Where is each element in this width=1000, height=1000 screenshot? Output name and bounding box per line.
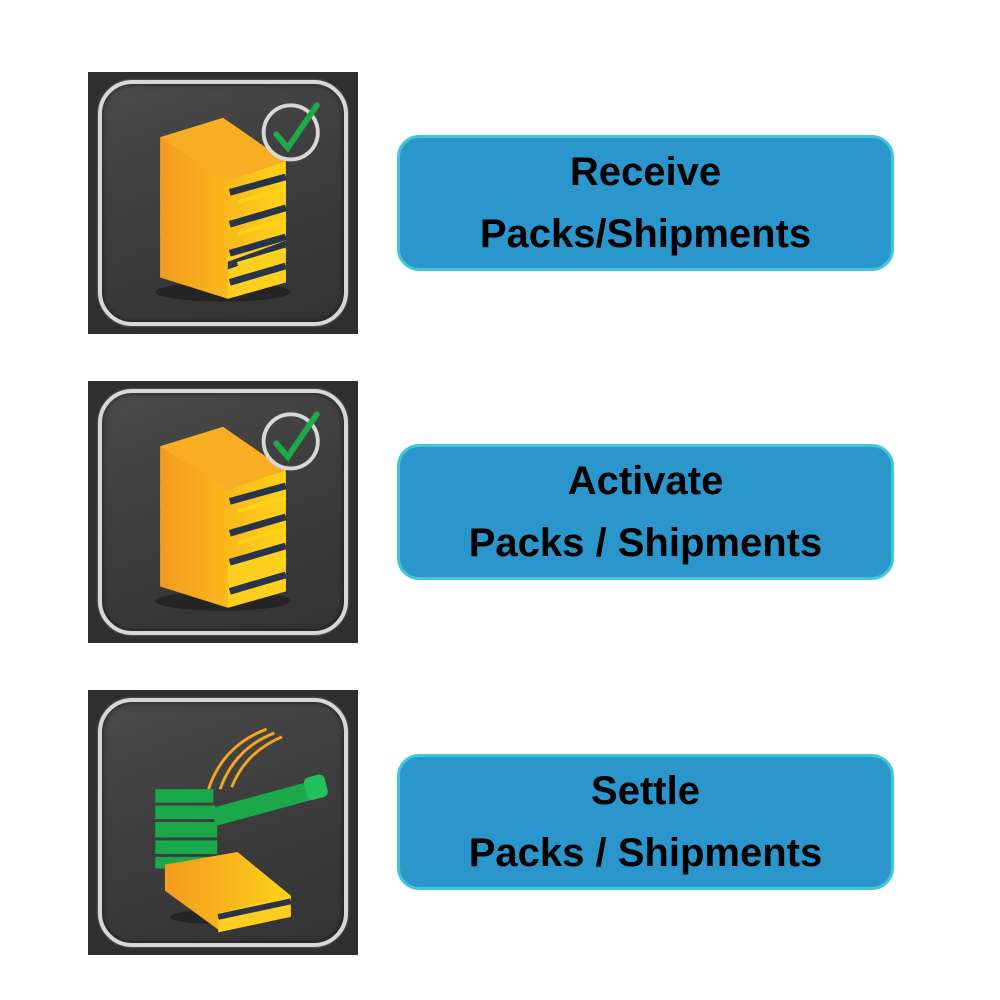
settle-button-label-line2: Packs / Shipments <box>468 831 823 875</box>
settle-packs-icon-tile[interactable] <box>88 690 358 955</box>
activate-button-label-line1: Activate <box>567 459 724 503</box>
receive-packs-icon-tile[interactable] <box>88 72 358 334</box>
activate-packs-button[interactable]: Activate Packs / Shipments <box>397 444 894 580</box>
books-stack-check-icon <box>98 389 348 635</box>
receive-button-label-line1: Receive <box>569 150 722 194</box>
settle-button-label-line1: Settle <box>591 769 700 813</box>
activate-button-label-line2: Packs / Shipments <box>468 521 823 565</box>
receive-button-label-line2: Packs/Shipments <box>479 212 812 256</box>
activate-packs-icon-tile[interactable] <box>88 381 358 643</box>
settle-packs-button[interactable]: Settle Packs / Shipments <box>397 754 894 890</box>
books-stack-check-icon <box>98 80 348 326</box>
gavel-book-icon <box>98 698 348 947</box>
receive-packs-button[interactable]: Receive Packs/Shipments <box>397 135 894 271</box>
